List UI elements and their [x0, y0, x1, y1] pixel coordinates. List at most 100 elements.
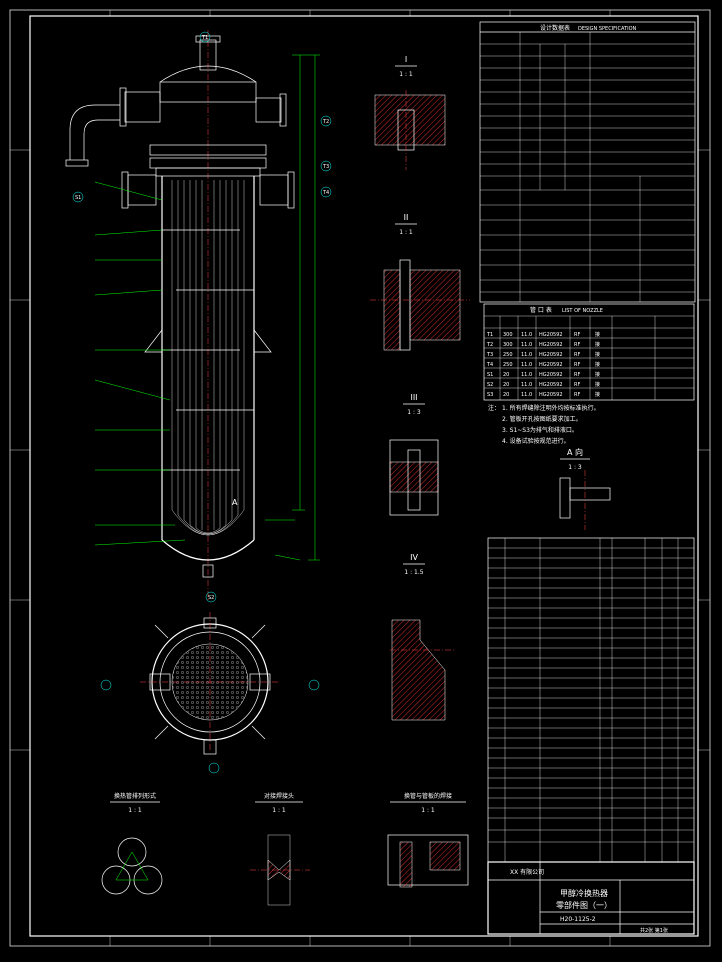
detail-ii-roman: II — [404, 213, 409, 222]
nozzle-label-t2: T2 — [322, 119, 329, 125]
nozzle-row: T4 250 11.0 HG20592 RF 接 — [486, 361, 600, 368]
tube-sheet-weld-detail: 换管与管板的焊接 1 : 1 — [387, 792, 469, 888]
nozzle-row: T2 300 11.0 HG20592 RF 接 — [486, 341, 600, 348]
detail-iii-roman: III — [410, 393, 417, 402]
nozzle-cell: 11.0 — [521, 362, 532, 368]
nozzle-cell: RF — [574, 352, 580, 358]
nozzle-cell: T3 — [486, 352, 493, 358]
nozzle-cell: HG20592 — [539, 352, 563, 358]
nozzle-cell: 300 — [503, 342, 513, 348]
drawing-title-line1: 甲醇冷换热器 — [560, 888, 608, 898]
detail-iv-scale: 1 : 1.5 — [404, 569, 423, 576]
nozzle-cell: 接 — [595, 381, 600, 388]
design-data-table: 设计数据表 DESIGN SPECIFICATION — [479, 21, 696, 303]
notes-label: 注： — [488, 404, 500, 412]
nozzle-cell: 11.0 — [521, 382, 532, 388]
note-item: 1. 所有焊缝除注明外均按标准执行。 — [502, 404, 600, 412]
note-item: 3. S1~S3为排气和排液口。 — [502, 426, 578, 434]
tube-layout-scale: 1 : 1 — [128, 807, 142, 814]
drawing-notes: 注： 1. 所有焊缝除注明外均按标准执行。 2. 管板开孔按图纸要求加工。 3.… — [488, 404, 600, 445]
nozzle-table-title-en: LIST OF NOZZLE — [562, 308, 603, 314]
nozzle-cell: HG20592 — [539, 342, 563, 348]
nozzle-cell: RF — [574, 392, 580, 398]
nozzle-cell: 接 — [595, 341, 600, 348]
nozzle-label-s2: S2 — [208, 595, 214, 601]
nozzle-cell: HG20592 — [539, 362, 563, 368]
detail-view-iii: III 1 : 3 — [389, 393, 439, 516]
nozzle-cell: 11.0 — [521, 352, 532, 358]
drawing-number: H20-1125-2 — [560, 916, 596, 923]
vessel-plan-view — [100, 612, 320, 774]
company-name: XX 有限公司 — [510, 868, 544, 876]
nozzle-cell: 接 — [595, 331, 600, 338]
detail-view-a: A 向 1 : 3 — [559, 447, 611, 530]
nozzle-label-t4: T4 — [322, 190, 329, 196]
nozzle-row: T1 300 11.0 HG20592 RF 接 — [486, 331, 600, 338]
tube-layout-detail: 换热管排列形式 1 : 1 — [101, 792, 163, 895]
note-item: 2. 管板开孔按图纸要求加工。 — [502, 415, 582, 423]
nozzle-cell: 20 — [503, 382, 509, 388]
detail-a-roman: A 向 — [567, 447, 583, 457]
inner-border — [29, 15, 699, 937]
nozzle-cell: RF — [574, 372, 580, 378]
nozzle-cell: T4 — [486, 362, 493, 368]
nozzle-cell: 11.0 — [521, 392, 532, 398]
nozzle-cell: 11.0 — [521, 372, 532, 378]
sheet-info: 共2张 第1张 — [640, 927, 668, 934]
section-a-label: A — [232, 498, 238, 507]
detail-view-i: I 1 : 1 — [374, 55, 446, 170]
nozzle-cell: S1 — [487, 372, 493, 378]
nozzle-cell: 250 — [503, 362, 513, 368]
nozzle-cell: 20 — [503, 372, 509, 378]
outer-border — [9, 9, 711, 947]
nozzle-cell: RF — [574, 342, 580, 348]
nozzle-cell: 20 — [503, 392, 509, 398]
nozzle-cell: 11.0 — [521, 342, 532, 348]
nozzle-label-s1: S1 — [75, 195, 81, 201]
nozzle-table-rows: T1 300 11.0 HG20592 RF 接 T2 300 11.0 HG2… — [486, 331, 600, 398]
nozzle-cell: 11.0 — [521, 332, 532, 338]
detail-view-iv: IV 1 : 1.5 — [390, 553, 455, 721]
title-block: XX 有限公司 甲醇冷换热器 零部件图（一） H20-1125-2 共2张 第1… — [487, 861, 695, 935]
nozzle-cell: RF — [574, 382, 580, 388]
nozzle-cell: RF — [574, 362, 580, 368]
nozzle-cell: 接 — [595, 361, 600, 368]
nozzle-row: T3 250 11.0 HG20592 RF 接 — [486, 351, 600, 358]
nozzle-row: S3 20 11.0 HG20592 RF 接 — [487, 391, 600, 398]
nozzle-cell: S3 — [487, 392, 493, 398]
butt-weld-scale: 1 : 1 — [272, 807, 286, 814]
nozzle-cell: HG20592 — [539, 372, 563, 378]
nozzle-cell: 250 — [503, 352, 513, 358]
nozzle-cell: 接 — [595, 391, 600, 398]
parts-list-table — [487, 537, 695, 863]
drawing-title-line2: 零部件图（一） — [556, 900, 612, 910]
nozzle-label-t1: T1 — [201, 35, 208, 41]
nozzle-cell: 接 — [595, 351, 600, 358]
nozzle-label-t3: T3 — [322, 164, 329, 170]
tube-sheet-weld-scale: 1 : 1 — [421, 807, 435, 814]
nozzle-cell: T2 — [486, 342, 493, 348]
nozzle-cell: T1 — [486, 332, 493, 338]
detail-view-ii: II 1 : 1 — [370, 213, 470, 351]
design-table-header: 设计数据表 — [540, 24, 570, 32]
detail-iv-roman: IV — [410, 553, 418, 562]
nozzle-cell: 300 — [503, 332, 513, 338]
detail-i-scale: 1 : 1 — [399, 71, 413, 78]
butt-weld-title: 对接焊接头 — [264, 792, 294, 800]
detail-i-roman: I — [405, 55, 407, 64]
design-table-header-en: DESIGN SPECIFICATION — [578, 26, 637, 32]
nozzle-row: S2 20 11.0 HG20592 RF 接 — [487, 381, 600, 388]
nozzle-cell: 接 — [595, 371, 600, 378]
nozzle-cell: HG20592 — [539, 392, 563, 398]
nozzle-table-title: 管 口 表 — [530, 306, 552, 314]
nozzle-table: 管 口 表 LIST OF NOZZLE T1 300 11.0 HG20592… — [483, 303, 695, 401]
butt-weld-detail: 对接焊接头 1 : 1 — [250, 792, 310, 906]
detail-a-scale: 1 : 3 — [568, 464, 582, 471]
border-grid-marks — [10, 10, 710, 946]
vessel-elevation: T1 T2 T3 T4 S1 S2 A — [65, 30, 332, 603]
note-item: 4. 设备试验按规范进行。 — [502, 437, 570, 445]
nozzle-cell: S2 — [487, 382, 493, 388]
nozzle-row: S1 20 11.0 HG20592 RF 接 — [487, 371, 600, 378]
